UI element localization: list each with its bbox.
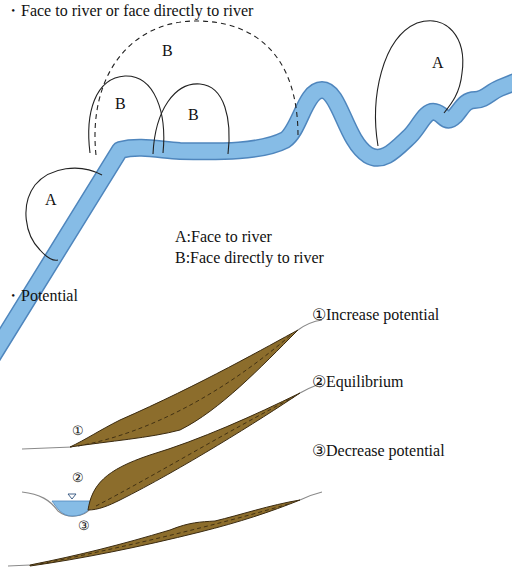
region-outline bbox=[88, 18, 303, 155]
region-outline bbox=[89, 76, 164, 153]
river-water bbox=[0, 80, 512, 357]
slope-region: A bbox=[372, 18, 467, 148]
callout-number: ② bbox=[72, 471, 84, 486]
legend-text: B:Face directly to river bbox=[175, 249, 324, 267]
section-heading: ・Face to river or face directly to river bbox=[5, 2, 253, 20]
region-outline bbox=[85, 73, 167, 155]
terrain-line bbox=[22, 320, 322, 449]
slip-surface bbox=[78, 334, 292, 446]
region-outline bbox=[20, 165, 105, 262]
slope-region: A bbox=[20, 165, 105, 262]
caption-text: ②Equilibrium bbox=[312, 373, 403, 391]
region-letter: B bbox=[162, 42, 173, 60]
slope-region: B B B bbox=[88, 18, 303, 155]
landslide-mass bbox=[88, 393, 300, 510]
caption-text: ①Increase potential bbox=[312, 306, 439, 324]
region-outline bbox=[95, 21, 298, 155]
river-edge bbox=[0, 80, 512, 357]
callout-number: ③ bbox=[78, 519, 90, 534]
terrain-line bbox=[8, 492, 322, 566]
region-letter: A bbox=[45, 191, 57, 209]
terrain-line bbox=[22, 383, 322, 516]
slope-decrease bbox=[8, 492, 322, 566]
legend-text: A:Face to river bbox=[175, 228, 272, 246]
slope-region: B bbox=[150, 80, 232, 156]
water-level-mark bbox=[68, 494, 76, 499]
region-letter: A bbox=[432, 54, 444, 72]
region-outline bbox=[372, 18, 467, 148]
region-outline bbox=[26, 168, 102, 260]
region-letter: B bbox=[188, 106, 199, 124]
landslide-mass bbox=[70, 330, 298, 447]
callout-number: ① bbox=[72, 424, 84, 439]
caption-text: ③Decrease potential bbox=[312, 442, 445, 460]
river bbox=[0, 80, 512, 357]
landslide-mass bbox=[30, 500, 300, 566]
slope-region: B bbox=[85, 73, 167, 155]
slip-surface bbox=[96, 397, 294, 506]
section-heading: ・Potential bbox=[5, 287, 78, 305]
slip-surface bbox=[40, 503, 292, 564]
slope-increase bbox=[22, 320, 322, 449]
river-water bbox=[52, 501, 94, 516]
region-letter: B bbox=[115, 95, 126, 113]
region-outline bbox=[153, 84, 229, 154]
slope-equilibrium bbox=[22, 383, 322, 516]
region-outline bbox=[376, 21, 463, 146]
